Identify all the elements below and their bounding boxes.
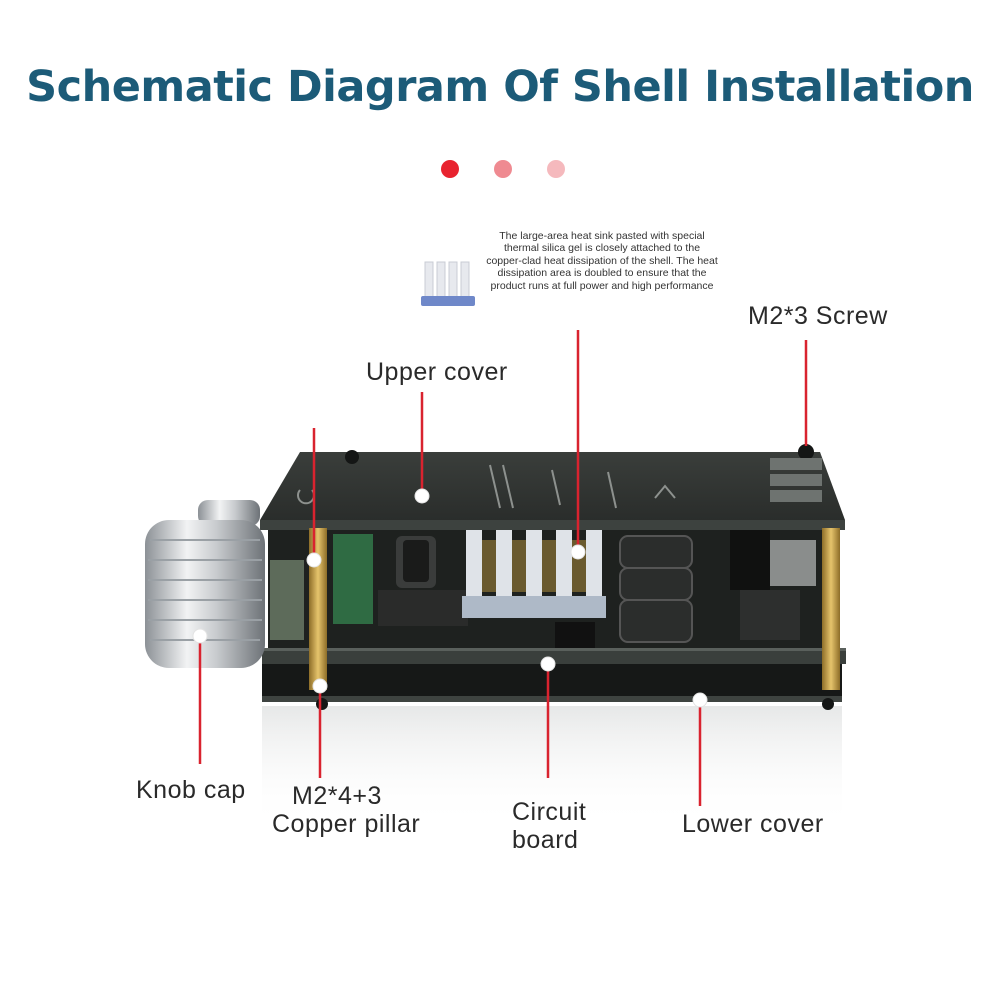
label-knob-cap: Knob cap — [136, 776, 246, 804]
label-board: board — [512, 826, 579, 854]
pager-dot-2[interactable] — [494, 160, 512, 178]
pager-dot-1[interactable] — [441, 160, 459, 178]
floor-reflection — [262, 706, 842, 826]
label-circuit: Circuit — [512, 798, 587, 826]
circuit-components — [270, 530, 816, 650]
pager-dot-3[interactable] — [547, 160, 565, 178]
copper-pillar-left — [309, 528, 327, 690]
circuit-board-edge — [262, 650, 846, 664]
label-upper-cover: Upper cover — [366, 358, 508, 386]
upper-cover-shape — [260, 444, 845, 530]
label-copper-pillar-size: M2*4+3 — [292, 782, 382, 810]
label-copper-pillar: Copper pillar — [272, 810, 421, 838]
label-m2x3-screw: M2*3 Screw — [748, 302, 888, 330]
copper-pillar-right — [822, 528, 840, 690]
knob-cap-shape — [145, 500, 265, 668]
callout-markers — [192, 488, 708, 708]
leader-lines — [198, 330, 808, 806]
page-title: Schematic Diagram Of Shell Installation — [26, 62, 974, 112]
heat-sink-icon — [421, 261, 475, 306]
label-lower-cover: Lower cover — [682, 810, 824, 838]
heat-sink-note: The large-area heat sink pasted with spe… — [486, 230, 718, 292]
